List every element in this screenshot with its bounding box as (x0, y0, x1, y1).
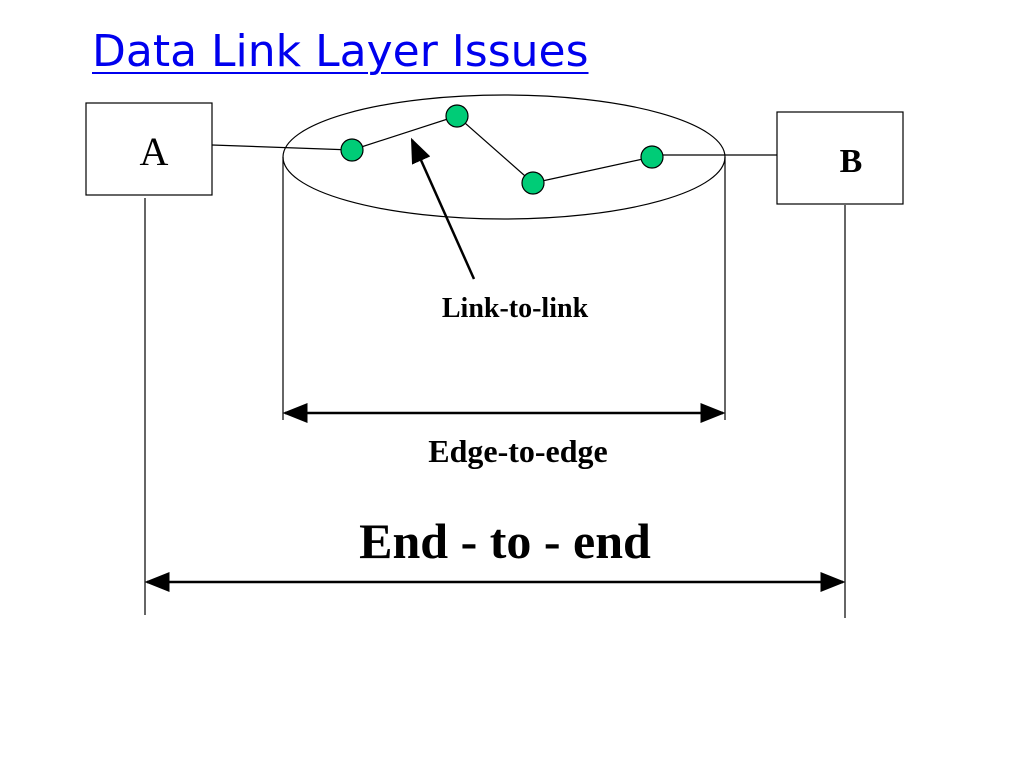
network-link (456, 115, 534, 184)
host-a-box (85, 102, 213, 196)
network-link (532, 156, 653, 184)
network-link (351, 115, 458, 151)
network-node (445, 104, 469, 128)
link-to-link-label: Link-to-link (442, 293, 589, 324)
link-pointer-arrow (410, 137, 476, 280)
network-node (521, 171, 545, 195)
host-a-label: A (140, 129, 169, 174)
end-to-end-label: End - to - end (359, 513, 651, 569)
edge-to-edge-label: Edge-to-edge (428, 433, 608, 469)
network-node (640, 145, 664, 169)
page-title: Data Link Layer Issues (92, 26, 589, 77)
host-b-box (776, 111, 904, 205)
access-link-a (211, 144, 353, 151)
network-node (340, 138, 364, 162)
host-b-label: B (840, 143, 863, 180)
